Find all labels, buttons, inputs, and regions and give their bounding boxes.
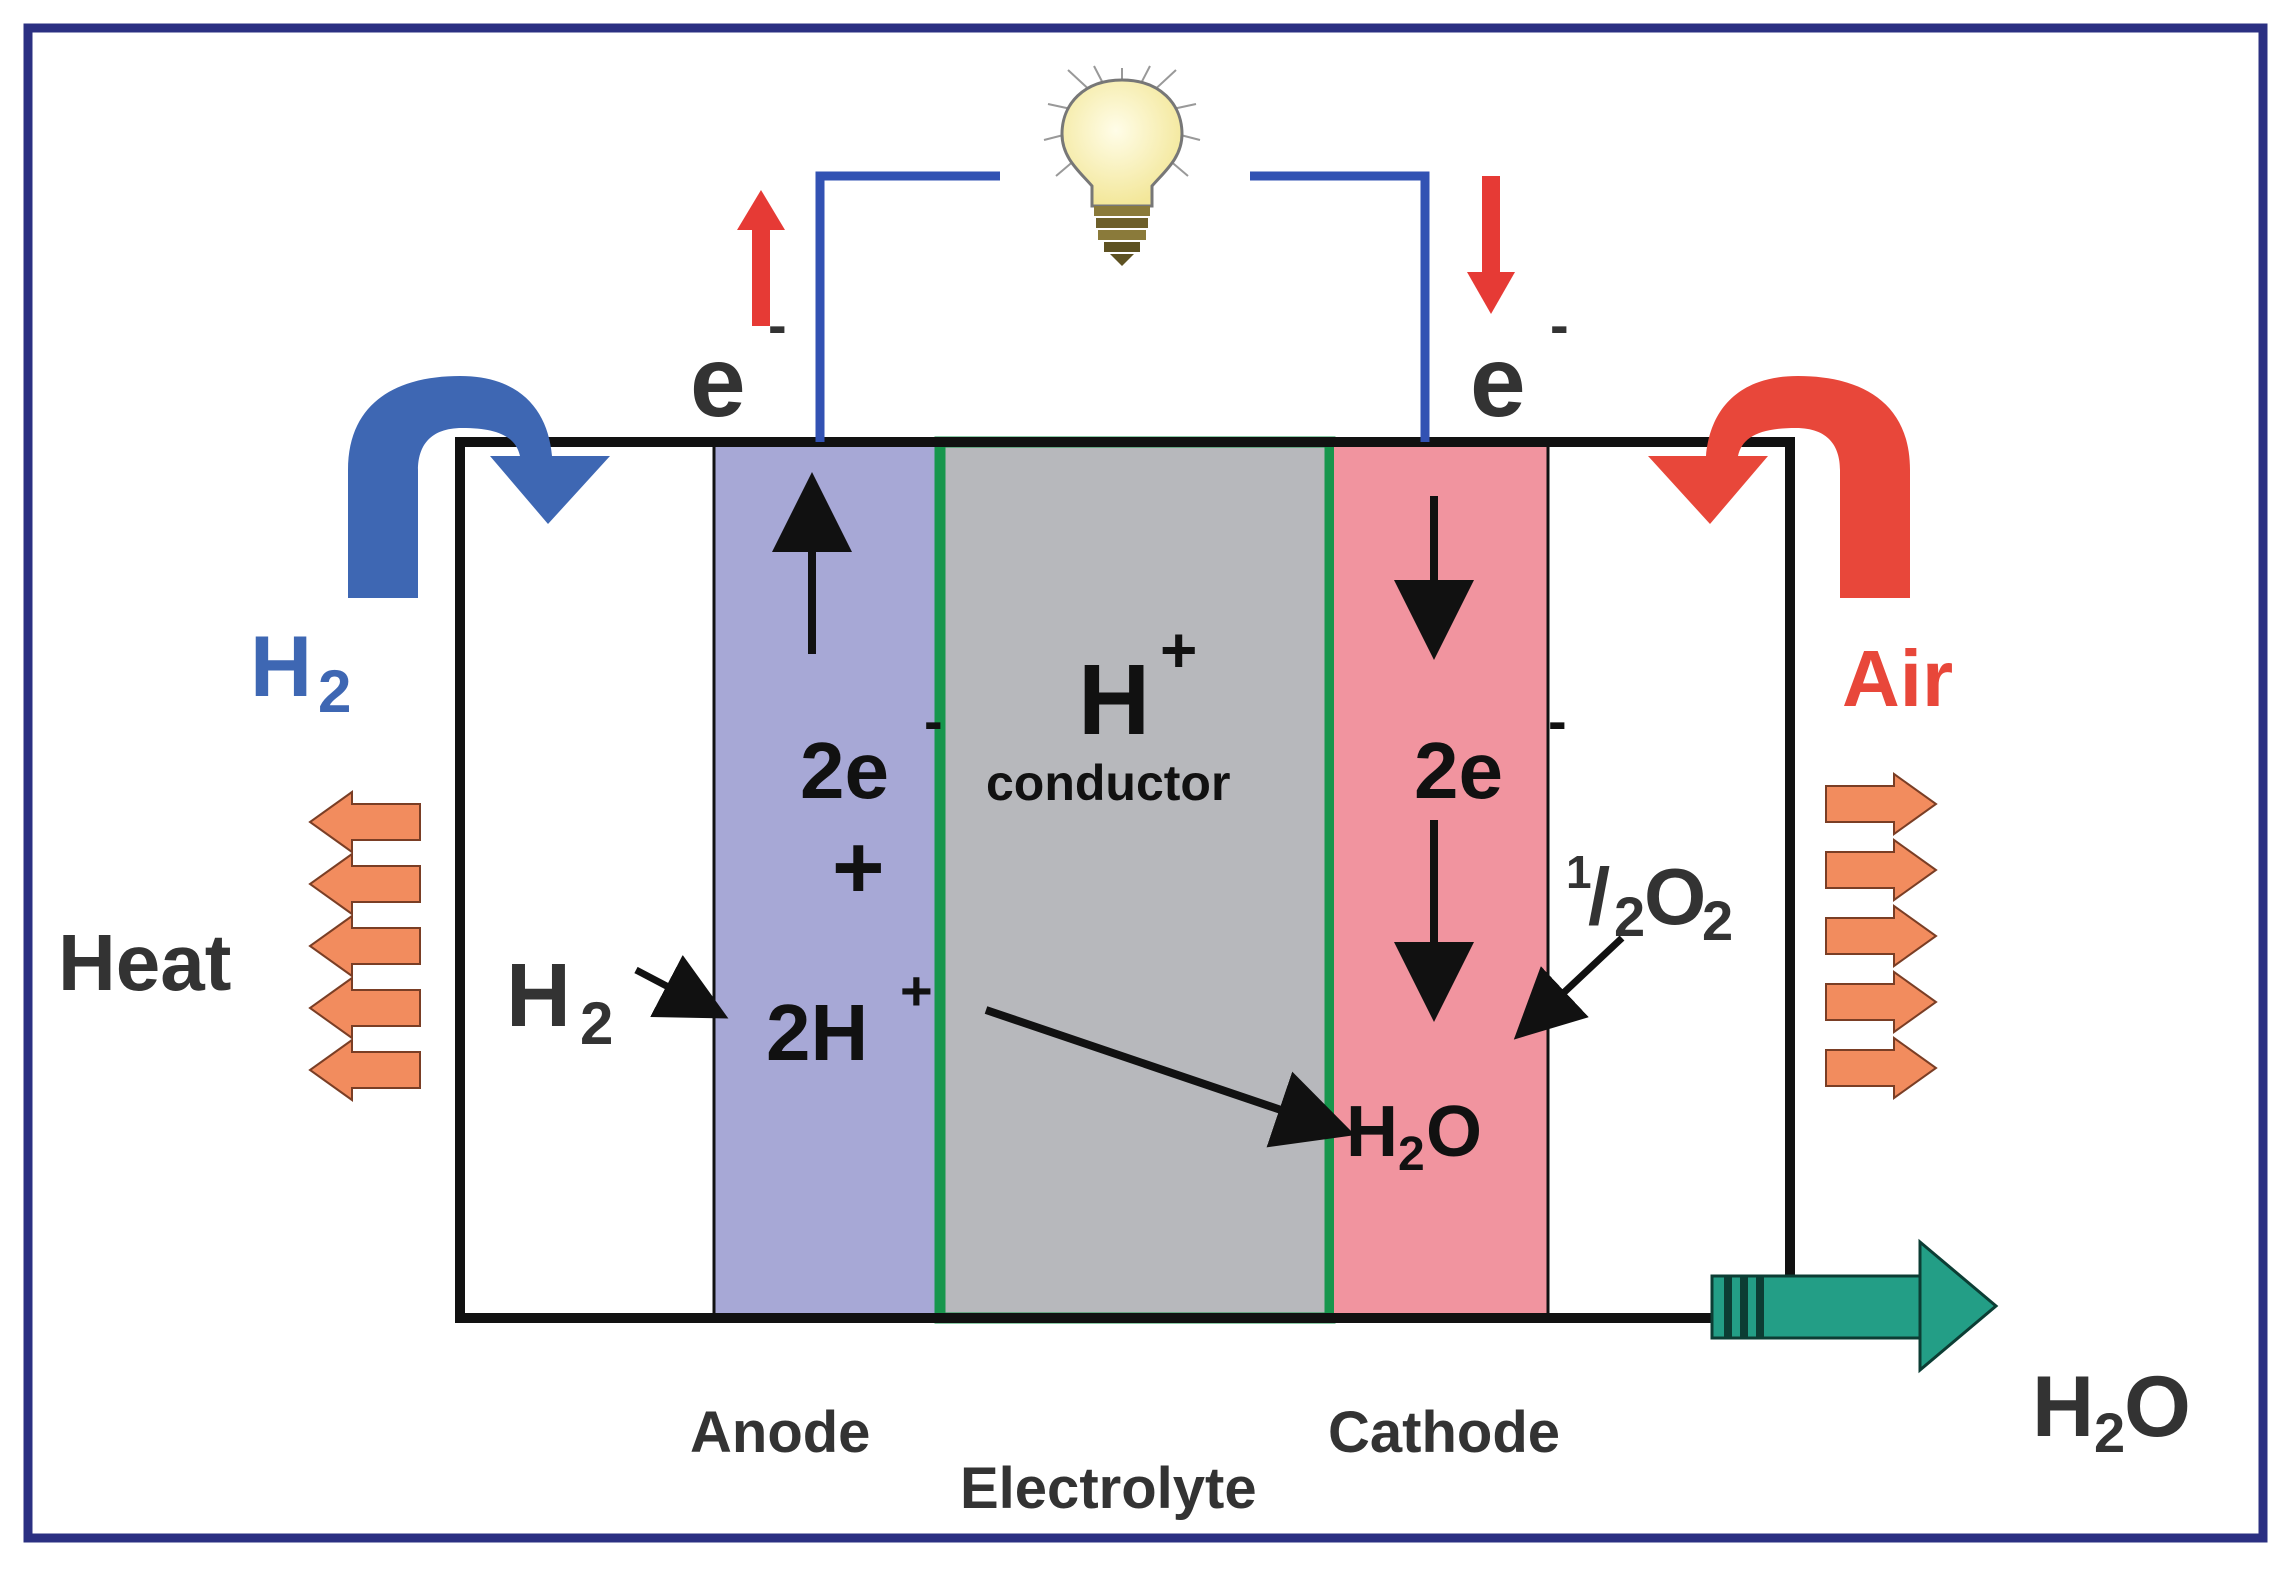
cathode-electrons-sup: - (1548, 689, 1567, 752)
heat-arrow-icon (1825, 1036, 1938, 1100)
heat-arrow-icon (308, 914, 421, 978)
anode-protons-label: 2H (766, 988, 868, 1077)
heat-arrow-icon (1825, 838, 1938, 902)
electron-label-right: e (1470, 326, 1526, 438)
anode-h2-label: H (506, 946, 571, 1046)
water-outlet-label: H (2032, 1359, 2094, 1455)
air-inlet-label: Air (1842, 634, 1953, 723)
cathode-water-label: H (1346, 1092, 1398, 1172)
oxygen-to-water-arrow (1513, 935, 1625, 1040)
electron-label-right-sup: - (1550, 293, 1569, 356)
oxygen-fraction-slash: / (1588, 852, 1610, 941)
water-outlet-arrow-icon (1710, 1238, 1999, 1374)
h2-to-proton-arrow (634, 954, 729, 1019)
proton-conductor-subtitle: conductor (986, 755, 1230, 811)
hydrogen-inlet-label-sub: 2 (318, 658, 351, 725)
water-outlet-label-sub: 2 (2094, 1401, 2125, 1464)
cathode-label: Cathode (1328, 1400, 1560, 1465)
proton-migration-arrow (984, 1006, 1356, 1148)
heat-arrows-right (1825, 772, 1938, 1100)
cathode-water-o: O (1426, 1092, 1482, 1172)
cathode-electrons-label: 2e (1414, 726, 1503, 815)
heat-arrow-icon (308, 852, 421, 916)
hydrogen-inlet-label: H (250, 619, 312, 715)
oxygen-fraction-numerator: 1 (1566, 846, 1592, 898)
cathode-layer (1334, 442, 1548, 1318)
proton-conductor-title: H (1078, 644, 1150, 756)
hydrogen-inlet-arrow-icon (348, 376, 610, 598)
electrolyte-label: Electrolyte (960, 1456, 1257, 1521)
circuit-wire-right (1250, 171, 1430, 442)
light-bulb-icon (1043, 65, 1201, 266)
electron-arrow-up-icon (737, 190, 785, 326)
anode-electrons-label: 2e (800, 726, 889, 815)
anode-plus-label: + (832, 818, 885, 918)
anode-h2-sub: 2 (580, 990, 613, 1057)
air-inlet-arrow-icon (1648, 376, 1910, 598)
heat-arrow-icon (1825, 904, 1938, 968)
heat-arrow-icon (1825, 772, 1938, 836)
cathode-water-sub: 2 (1398, 1128, 1425, 1181)
circuit-wire-left (815, 171, 1000, 442)
water-outlet-label-o: O (2124, 1359, 2191, 1455)
electron-label-left: e (690, 326, 746, 438)
proton-conductor-title-sup: + (1160, 614, 1197, 686)
anode-electrons-sup: - (924, 689, 943, 752)
heat-label: Heat (58, 918, 231, 1007)
heat-arrow-icon (308, 976, 421, 1040)
electrolyte-layer (934, 436, 1336, 1324)
oxygen-label-sub: 2 (1702, 889, 1733, 952)
anode-layer (714, 442, 936, 1318)
heat-arrow-icon (1825, 970, 1938, 1034)
anode-label: Anode (690, 1400, 870, 1465)
heat-arrow-icon (308, 1038, 421, 1102)
anode-protons-sup: + (900, 959, 933, 1022)
oxygen-label: O (1644, 852, 1706, 941)
heat-arrows-left (308, 790, 421, 1102)
electron-arrow-down-icon (1467, 176, 1515, 314)
heat-arrow-icon (308, 790, 421, 854)
electron-label-left-sup: - (768, 293, 787, 356)
